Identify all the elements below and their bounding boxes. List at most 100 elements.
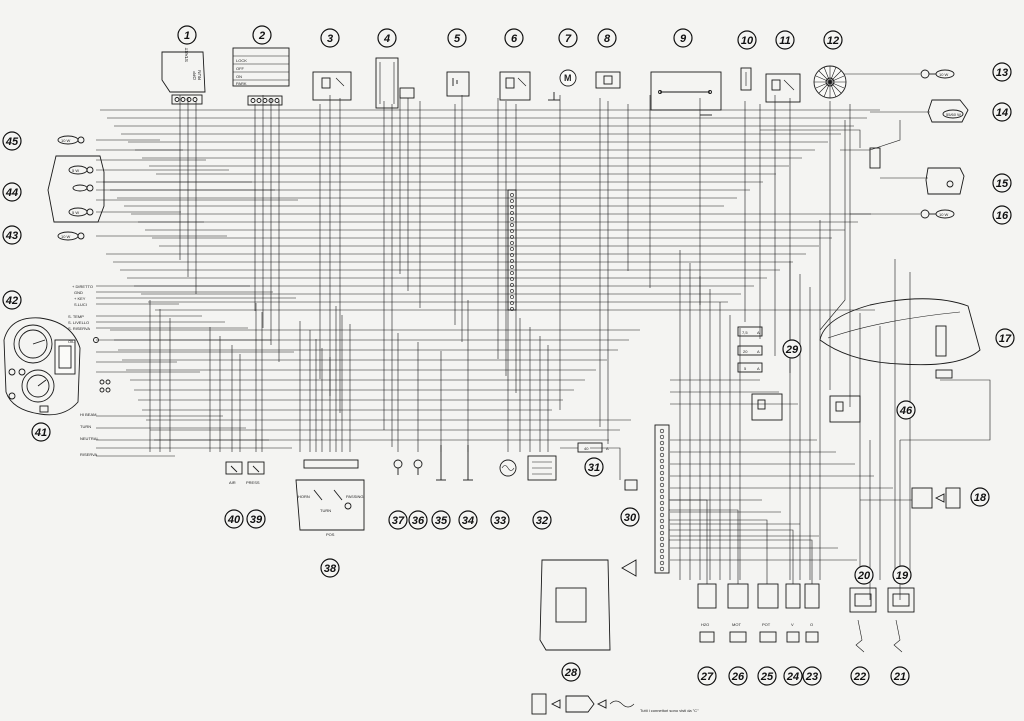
strip-pin <box>510 247 514 251</box>
connector-near-14 <box>869 147 881 169</box>
callout-24: 24 <box>783 666 803 686</box>
callout-label-20: 20 <box>857 570 871 582</box>
callout-13: 13 <box>992 62 1012 82</box>
ground-34 <box>463 445 473 481</box>
fuse-29b-unit: A <box>757 349 760 354</box>
sensor-37 <box>393 459 403 475</box>
strip-pin <box>510 217 514 221</box>
callout-1: 1 <box>177 25 197 45</box>
callout-38: 38 <box>320 558 340 578</box>
ecu-28 <box>539 559 637 651</box>
callout-31: 31 <box>584 457 604 477</box>
callout-label-29: 29 <box>785 344 799 356</box>
callout-8: 8 <box>597 28 617 48</box>
pos-label: POS <box>326 532 335 537</box>
callout-27: 27 <box>697 666 717 686</box>
callout-29: 29 <box>782 339 802 359</box>
ecu-pin <box>659 428 665 434</box>
callout-25: 25 <box>757 666 777 686</box>
pot-label: POT <box>762 622 771 627</box>
callout-37: 37 <box>388 510 408 530</box>
dash-label-riserva: S. RISERVA <box>68 326 90 331</box>
ecu-pin <box>659 542 665 548</box>
ecu-pin <box>659 476 665 482</box>
ecu-pin <box>659 470 665 476</box>
ecu-pin <box>659 434 665 440</box>
callout-20: 20 <box>854 565 874 585</box>
instrument-cluster <box>3 317 81 416</box>
strip-pin <box>510 223 514 227</box>
dash-label-gnd: GND <box>74 290 83 295</box>
mot-label: MOT <box>732 622 741 627</box>
callout-label-5: 5 <box>454 33 461 45</box>
fuse-31: 40 A <box>577 442 609 453</box>
callout-5: 5 <box>447 28 467 48</box>
cooling-fan <box>813 65 847 99</box>
strip-pin <box>510 259 514 263</box>
callout-label-32: 32 <box>536 515 548 527</box>
ecu-connector-pins <box>654 424 670 574</box>
lamp-13-label: 10 W <box>939 72 949 77</box>
callout-label-11: 11 <box>779 35 790 47</box>
strip-pin <box>510 265 514 269</box>
dash-label-livello: S. LIVELLO <box>68 320 89 325</box>
callout-label-44: 44 <box>5 187 18 199</box>
callout-label-10: 10 <box>741 35 754 47</box>
ecu-pin <box>659 482 665 488</box>
key-switch-block: LOCK OFF ON PARK <box>232 47 290 106</box>
callout-30: 30 <box>620 507 640 527</box>
callout-22: 22 <box>850 666 870 686</box>
fuel-tank-17 <box>819 298 981 379</box>
strip-pin <box>510 277 514 281</box>
pickup-30 <box>624 479 638 491</box>
callout-32: 32 <box>532 510 552 530</box>
callout-label-7: 7 <box>565 33 572 45</box>
callout-label-43: 43 <box>5 230 18 242</box>
callout-label-2: 2 <box>258 30 265 42</box>
horn-label: HORN <box>298 494 310 499</box>
lamp-44a-label: 5 W <box>72 168 79 173</box>
motor-label: M <box>564 73 572 83</box>
fuse-box-29: 7,5 A 20 A 5 A <box>737 326 763 373</box>
callout-18: 18 <box>970 487 990 507</box>
main-connector-strip <box>507 189 517 311</box>
ecu-pin <box>659 524 665 530</box>
callout-label-3: 3 <box>327 33 333 45</box>
relay-46b <box>829 395 861 423</box>
ecu-pin <box>659 458 665 464</box>
lamp-45-label: 10 W <box>61 138 71 143</box>
strip-pin <box>510 241 514 245</box>
callout-35: 35 <box>431 510 451 530</box>
lamp-44b-label: 5 W <box>72 210 79 215</box>
callout-label-17: 17 <box>999 333 1012 345</box>
h2o-label: H2O <box>701 622 709 627</box>
ignition-run-label: RUN <box>197 70 202 80</box>
key-lock-label: LOCK <box>236 58 247 63</box>
fuse-29c-value: 5 <box>744 366 747 371</box>
pressure-sensor-39: PRESS <box>246 461 265 485</box>
callout-2: 2 <box>252 25 272 45</box>
air-label: AIR <box>229 480 236 485</box>
ecu-pin <box>659 530 665 536</box>
dash-signal-labels: + DIRETTO GND + KEY S.LUCI S. TEMP S. LI… <box>68 284 111 457</box>
sensor-v-24: V <box>785 583 801 643</box>
key-park-label: PARK <box>236 81 247 86</box>
callout-40: 40 <box>224 509 244 529</box>
tail-light-15 <box>925 167 965 195</box>
callout-6: 6 <box>504 28 524 48</box>
ecu-pin <box>659 446 665 452</box>
callout-label-16: 16 <box>996 210 1009 222</box>
strip-pin <box>510 283 514 287</box>
callout-7: 7 <box>558 28 578 48</box>
callout-label-28: 28 <box>564 667 578 679</box>
callout-label-19: 19 <box>896 570 909 582</box>
dash-label-diretto: + DIRETTO <box>72 284 93 289</box>
strip-pin <box>510 295 514 299</box>
wire-harness <box>96 73 991 600</box>
dash-label-temp: S. TEMP <box>68 314 84 319</box>
ecu-pin <box>659 518 665 524</box>
callout-label-40: 40 <box>227 514 241 526</box>
relay-8 <box>595 71 621 89</box>
ecu-pin <box>659 440 665 446</box>
